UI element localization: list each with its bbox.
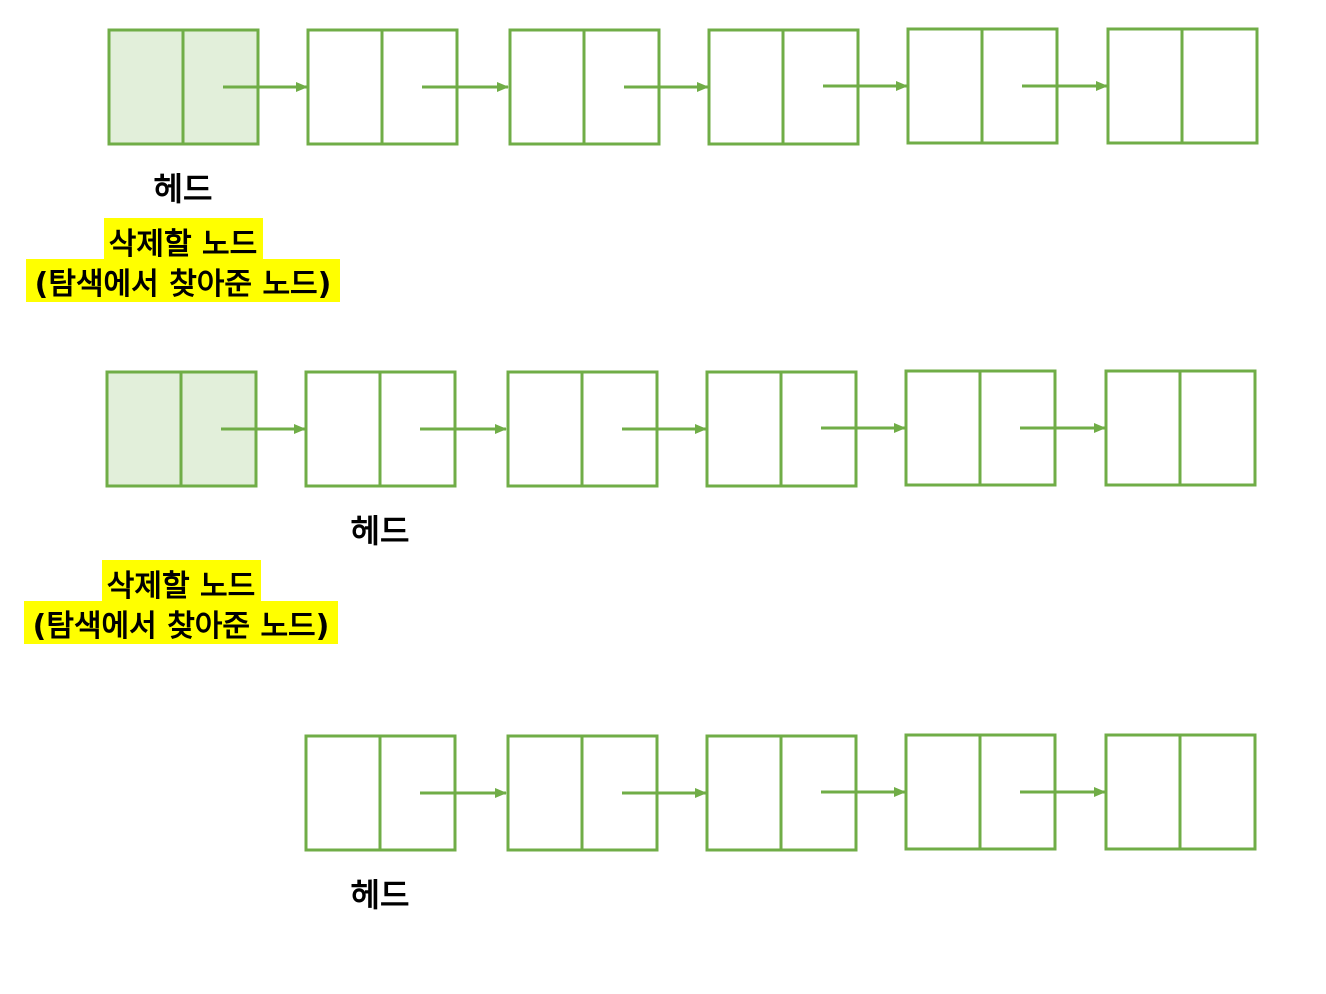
row-3: 헤드 (304, 733, 1257, 914)
head-label: 헤드 (351, 876, 410, 914)
node (1104, 369, 1257, 487)
row-2: 헤드 삭제할 노드 (탐색에서 찾아준 노드) (24, 369, 1257, 644)
delete-target-label-line2: (탐색에서 찾아준 노드) (35, 267, 332, 302)
node (1106, 27, 1259, 145)
head-label: 헤드 (154, 170, 213, 208)
node (1104, 733, 1257, 851)
head-label: 헤드 (351, 512, 410, 550)
delete-target-label-line2: (탐색에서 찾아준 노드) (33, 609, 330, 644)
highlight-box (102, 560, 261, 601)
delete-target-label-line1: 삭제할 노드 (109, 227, 257, 262)
highlight-box (26, 259, 340, 302)
delete-target-label-line1: 삭제할 노드 (107, 569, 255, 604)
highlight-box (24, 601, 338, 644)
highlight-box (104, 218, 263, 259)
row-1: 헤드 삭제할 노드 (탐색에서 찾아준 노드) (26, 27, 1259, 302)
